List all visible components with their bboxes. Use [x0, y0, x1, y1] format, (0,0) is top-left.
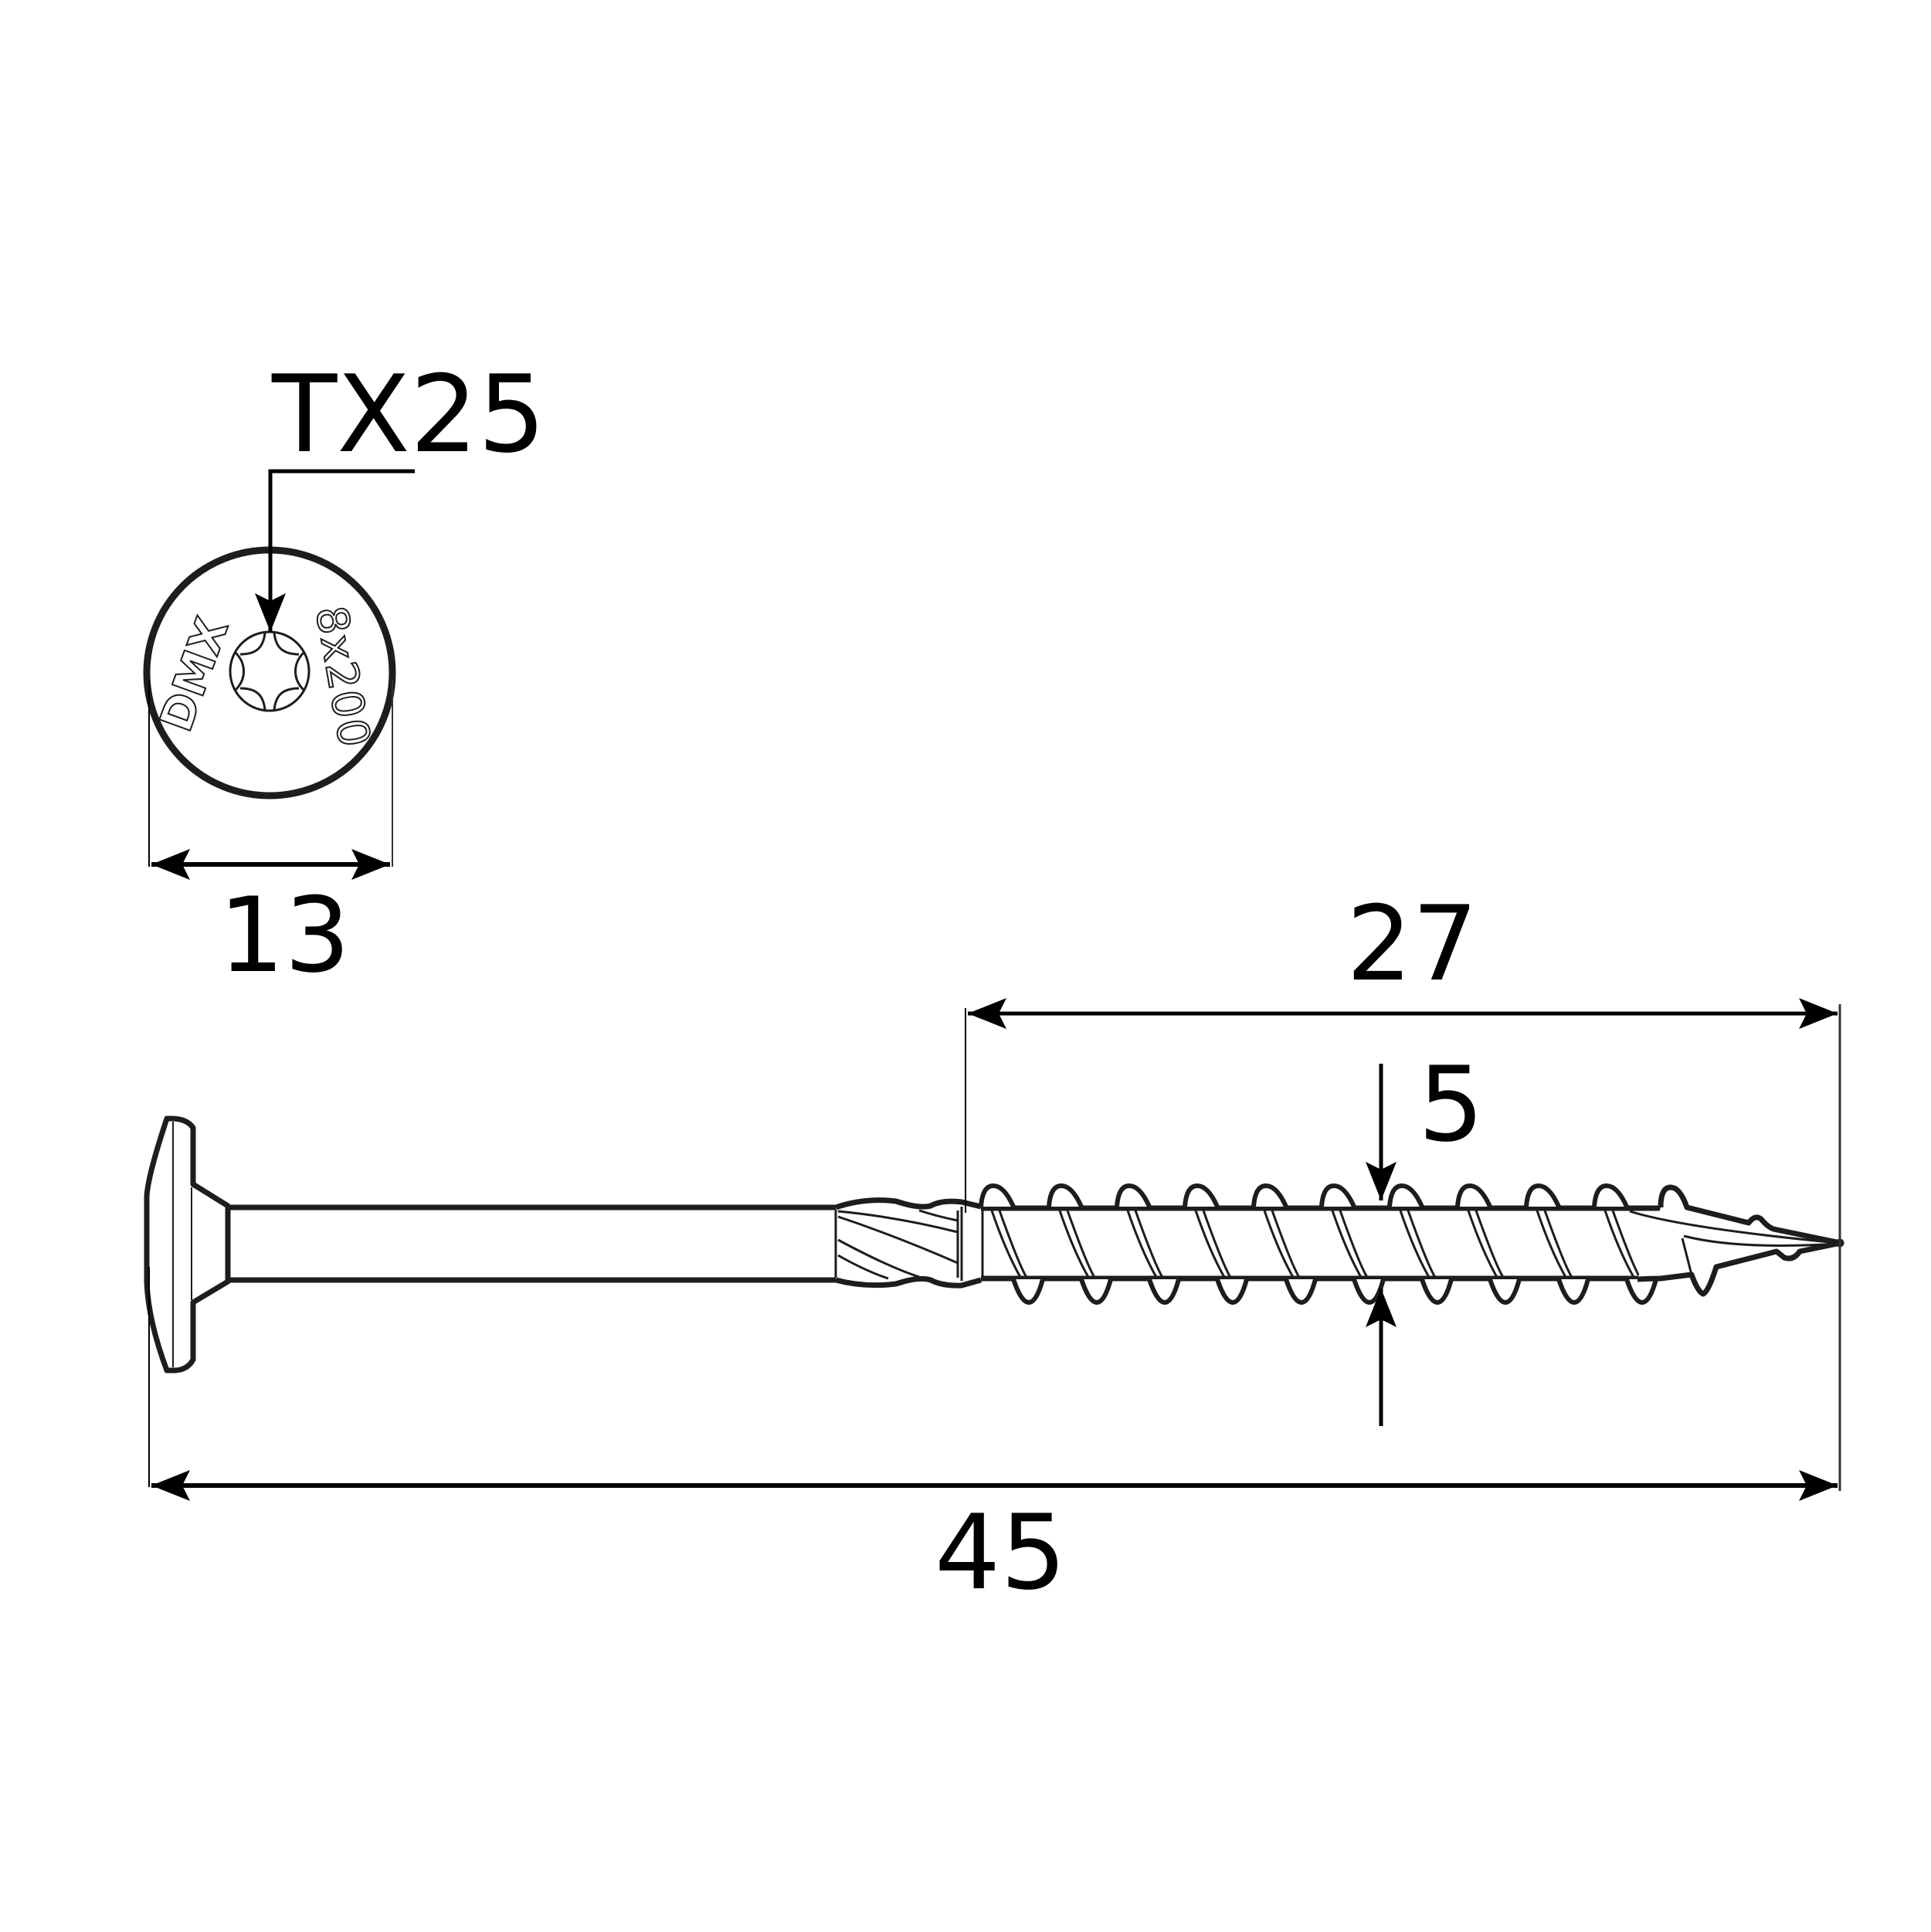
drive-size-label: TX25: [272, 352, 546, 477]
drive-leader-line: [255, 469, 415, 632]
head-top-view: DMX 8x200: [143, 469, 415, 880]
screw-tip: [1629, 1184, 1844, 1297]
thread-length-label: 27: [1346, 884, 1478, 1004]
head-diameter-label: 13: [219, 875, 351, 996]
total-length-label: 45: [935, 1492, 1067, 1613]
milling-pocket: [834, 1197, 984, 1289]
washer-head-profile: [144, 1115, 231, 1373]
core-diameter-label: 5: [1418, 1044, 1485, 1165]
thread-turns: [979, 1183, 1658, 1305]
screw-side-view: [144, 1115, 1844, 1373]
dimension-lines: [148, 998, 1841, 1501]
